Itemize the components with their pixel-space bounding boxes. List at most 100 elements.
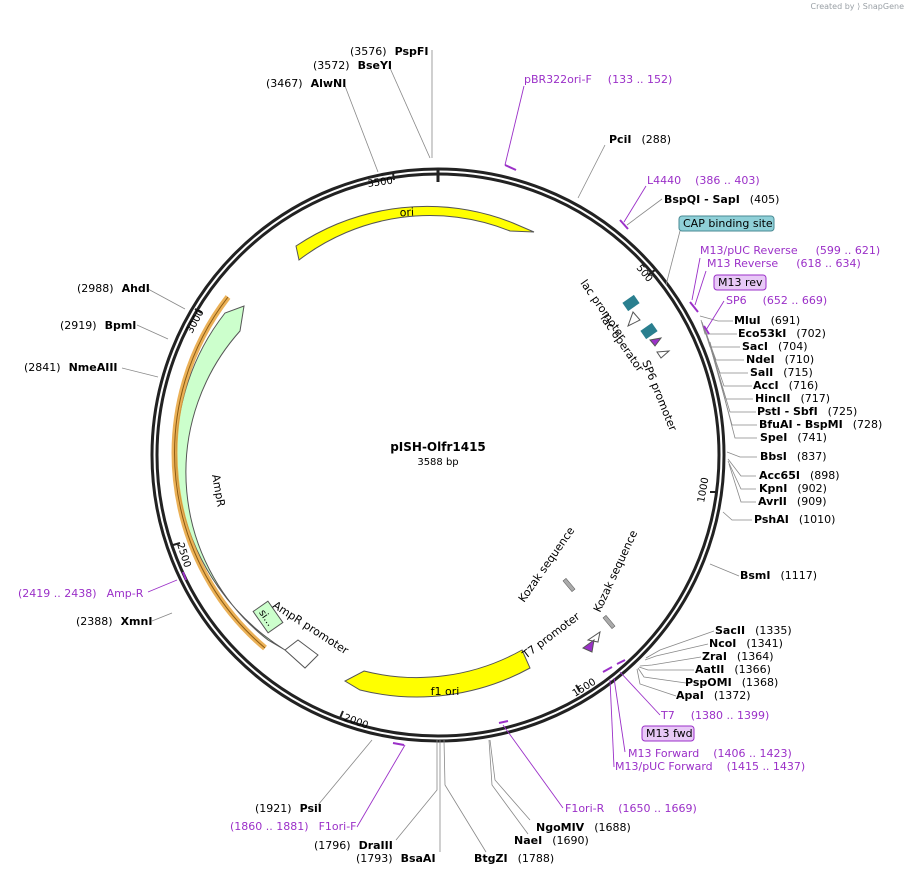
enzyme-label[interactable]: PshAI(1010) (754, 513, 835, 526)
primer-label[interactable]: M13 Reverse(618 .. 634) (707, 257, 861, 270)
enzyme-name: ZraI (702, 650, 727, 663)
sp6-promoter-arrow[interactable] (656, 350, 671, 359)
primer-label[interactable]: M13/pUC Reverse(599 .. 621) (700, 244, 880, 257)
enzyme-label[interactable]: (1796)DraIII (314, 839, 393, 852)
si-feature-box[interactable] (252, 600, 284, 634)
cap-binding-site-box[interactable] (678, 215, 775, 232)
ampr-label: AmpR (209, 473, 228, 508)
enzyme-name: BpmI (105, 319, 137, 332)
enzyme-pos: (902) (797, 482, 827, 495)
enzyme-label[interactable]: BsmI(1117) (740, 569, 817, 582)
enzyme-label[interactable]: (2919)BpmI (60, 319, 136, 332)
tick-label: 3500 (367, 176, 394, 190)
enzyme-label[interactable]: BbsI(837) (760, 450, 827, 463)
primer-label[interactable]: SP6(652 .. 669) (726, 294, 827, 307)
enzyme-label[interactable]: ApaI(1372) (676, 689, 750, 702)
enzyme-pos: (716) (789, 379, 819, 392)
enzyme-label[interactable]: NcoI(1341) (709, 637, 783, 650)
cap-leader (665, 230, 681, 286)
enzyme-label[interactable]: SacI(704) (742, 340, 808, 353)
enzyme-label[interactable]: NaeI (1690) (514, 834, 589, 847)
enzyme-label[interactable]: AvrII(909) (758, 495, 827, 508)
enzyme-name: AvrII (758, 495, 787, 508)
enzyme-name: NgoMIV (536, 821, 585, 834)
m13-fwd-label: M13 fwd (646, 727, 693, 740)
primer-label[interactable]: M13/pUC Forward(1415 .. 1437) (615, 760, 805, 773)
enzyme-label[interactable]: SpeI(741) (760, 431, 827, 444)
enzyme-label[interactable]: (2988)AhdI (77, 282, 150, 295)
t7-primer-arrow[interactable] (582, 638, 595, 653)
ori-arrow[interactable] (295, 205, 535, 261)
tick-mark (647, 269, 656, 276)
m13-fwd-box[interactable] (641, 725, 695, 742)
enzyme-label[interactable]: NdeI(710) (746, 353, 814, 366)
lac-promoter-arrow[interactable] (627, 311, 641, 328)
m13-rev-box[interactable] (713, 274, 767, 291)
primer-name: L4440 (647, 174, 681, 187)
enzyme-label[interactable]: NgoMIV(1688) (536, 821, 631, 834)
enzyme-name: NaeI (514, 834, 542, 847)
primer-label[interactable]: F1ori-R(1650 .. 1669) (565, 802, 697, 815)
enzyme-pos: (715) (783, 366, 813, 379)
enzyme-label[interactable]: SalI(715) (750, 366, 813, 379)
enzyme-label[interactable]: MluI(691) (734, 314, 800, 327)
f1-ori-arrow[interactable] (343, 649, 531, 698)
primer-name: M13/pUC Reverse (700, 244, 798, 257)
enzyme-label[interactable]: KpnI (902) (759, 482, 827, 495)
kozak-box-2[interactable] (602, 614, 616, 630)
primer-label[interactable]: L4440(386 .. 403) (647, 174, 760, 187)
enzyme-label[interactable]: (3576)PspFI (350, 45, 428, 58)
enzyme-label[interactable]: AccI(716) (753, 379, 818, 392)
enzyme-pos: (1690) (552, 834, 589, 847)
enzyme-name: NdeI (746, 353, 775, 366)
enzyme-label[interactable]: BfuAI - BspMI(728) (759, 418, 882, 431)
sp6-primer-arrow[interactable] (649, 337, 663, 347)
primer-label[interactable]: (2419 .. 2438)Amp-R (18, 587, 144, 600)
primer-label[interactable]: (1860 .. 1881) F1ori-F (230, 820, 357, 833)
enzyme-name: NcoI (709, 637, 736, 650)
primer-label[interactable]: T7(1380 .. 1399) (660, 709, 769, 722)
enzyme-label[interactable]: BtgZI(1788) (474, 852, 554, 865)
enzyme-label[interactable]: PstI - SbfI(725) (757, 405, 857, 418)
enzyme-pos: (2841) (24, 361, 61, 374)
enzyme-label[interactable]: (3572)BseYI (313, 59, 392, 72)
enzyme-name: KpnI (759, 482, 787, 495)
enzyme-label[interactable]: AatII(1366) (695, 663, 771, 676)
ampr-promoter-arrow[interactable] (284, 639, 319, 669)
enzyme-name: BbsI (760, 450, 787, 463)
ampr-arrow[interactable] (175, 305, 286, 651)
plasmid-name: pISH-Olfr1415 (390, 440, 486, 454)
enzyme-name: PspFI (395, 45, 429, 58)
enzyme-label[interactable]: (1921)PsiI (255, 802, 322, 815)
primer-label[interactable]: pBR322ori-F(133 .. 152) (524, 73, 672, 86)
enzyme-name: BspQI - SapI (664, 193, 740, 206)
enzyme-pos: (702) (796, 327, 826, 340)
enzyme-label[interactable]: ZraI(1364) (702, 650, 774, 663)
kozak-label-2: Kozak sequence (591, 528, 640, 614)
enzyme-label[interactable]: (2388)XmnI (76, 615, 152, 628)
enzyme-label[interactable]: HincII(717) (755, 392, 830, 405)
enzyme-name: BsaAI (401, 852, 436, 865)
enzyme-label[interactable]: SacII(1335) (715, 624, 792, 637)
primer-range: (1380 .. 1399) (691, 709, 770, 722)
enzyme-label[interactable]: BspQI - SapI(405) (664, 193, 779, 206)
enzyme-label[interactable]: Acc65I(898) (759, 469, 840, 482)
enzyme-label[interactable]: Eco53kI(702) (738, 327, 826, 340)
enzyme-name: AatII (695, 663, 724, 676)
enzyme-label[interactable]: (2841)NmeAIII (24, 361, 118, 374)
enzyme-label[interactable]: (1793)BsaAI (356, 852, 436, 865)
enzyme-pos: (898) (810, 469, 840, 482)
enzyme-label[interactable]: PciI(288) (609, 133, 671, 146)
kozak-box-1[interactable] (562, 577, 576, 593)
primer-leaders (147, 85, 725, 828)
lac-operator-box-2[interactable] (640, 322, 658, 340)
tick-mark (194, 308, 203, 314)
enzyme-pos: (1788) (518, 852, 555, 865)
primer-name: F1ori-F (319, 820, 357, 833)
lac-operator-box-1[interactable] (622, 294, 640, 312)
primer-label[interactable]: M13 Forward(1406 .. 1423) (628, 747, 792, 760)
enzyme-label[interactable]: PspOMI(1368) (685, 676, 778, 689)
enzyme-label[interactable]: (3467)AlwNI (266, 77, 346, 90)
primer-range: (1860 .. 1881) (230, 820, 309, 833)
enzyme-name: SacII (715, 624, 745, 637)
